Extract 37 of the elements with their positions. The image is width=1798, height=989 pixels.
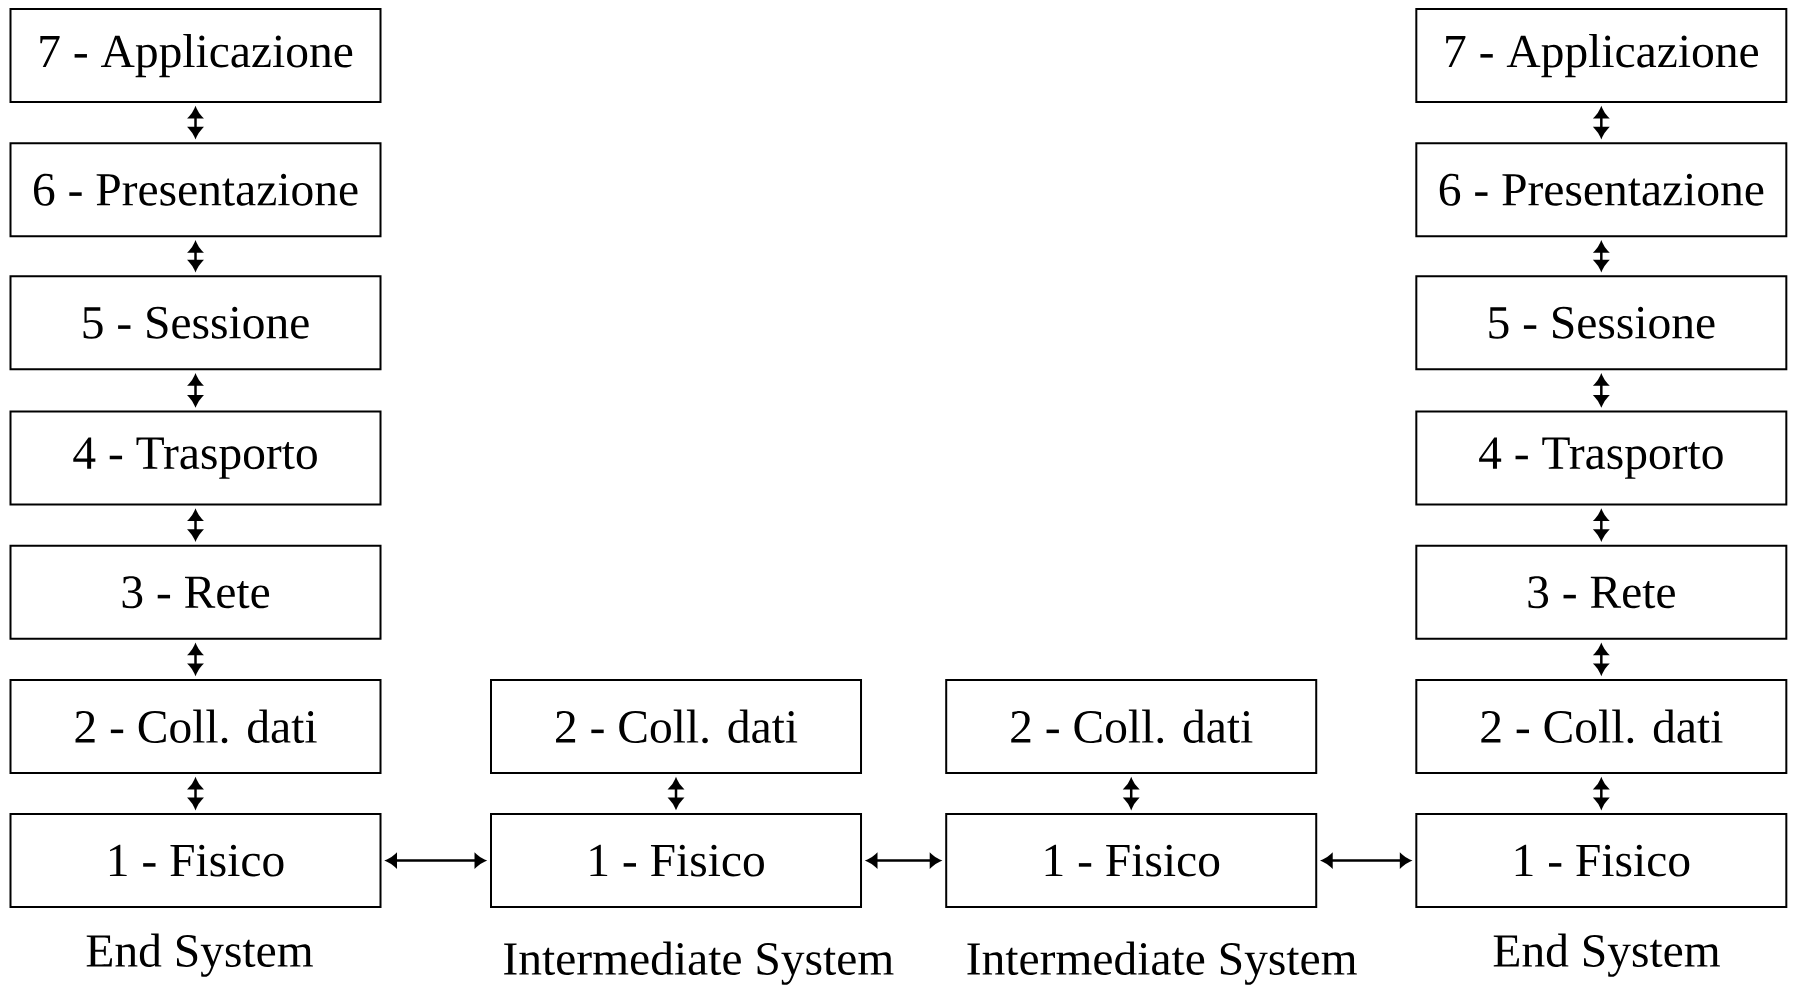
layer-box: 6 - Presentazione [9, 142, 382, 238]
layer-box: 6 - Presentazione [1415, 142, 1788, 238]
double-arrow [188, 107, 203, 138]
layer-box: 2 - Coll. dati [945, 678, 1318, 774]
double-arrow [1594, 778, 1609, 809]
layer-box: 7 - Applicazione [9, 8, 382, 104]
double-arrow [866, 853, 941, 868]
layer-box: 7 - Applicazione [1415, 8, 1788, 104]
system-label: Intermediate System [504, 941, 894, 985]
system-label: Intermediate System [967, 941, 1357, 985]
layer-box: 1 - Fisico [1415, 813, 1788, 909]
layer-box: 2 - Coll. dati [490, 678, 862, 774]
layer-box: 5 - Sessione [1415, 275, 1788, 371]
layer-box: 4 - Trasporto [9, 410, 382, 506]
layer-box: 1 - Fisico [945, 813, 1318, 909]
layer-box: 5 - Sessione [9, 275, 382, 371]
double-arrow [188, 242, 203, 271]
double-arrow [1594, 375, 1609, 406]
double-arrow [386, 853, 486, 868]
double-arrow [188, 644, 203, 675]
double-arrow [1321, 853, 1411, 868]
double-arrow [188, 510, 203, 541]
double-arrow [1594, 107, 1609, 138]
layer-box: 4 - Trasporto [1415, 410, 1788, 506]
layer-box: 1 - Fisico [9, 813, 382, 909]
layer-box: 3 - Rete [1415, 544, 1788, 640]
double-arrow [1594, 510, 1609, 541]
double-arrow [1594, 242, 1609, 271]
double-arrow [1594, 644, 1609, 675]
layer-box: 2 - Coll. dati [9, 678, 382, 774]
layer-box: 2 - Coll. dati [1415, 678, 1788, 774]
layer-box: 1 - Fisico [490, 813, 862, 909]
double-arrow [188, 375, 203, 406]
double-arrow [669, 778, 683, 809]
double-arrow [188, 778, 203, 809]
layer-box: 3 - Rete [9, 544, 382, 640]
double-arrow [1124, 778, 1138, 809]
